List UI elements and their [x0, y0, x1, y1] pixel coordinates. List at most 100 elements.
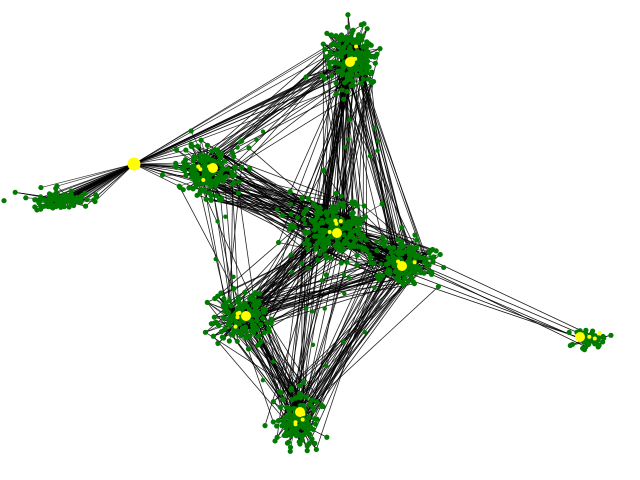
graph-node — [274, 434, 280, 440]
graph-node — [313, 446, 319, 453]
graph-node — [78, 198, 84, 205]
graph-node — [266, 328, 272, 334]
graph-node — [358, 50, 364, 56]
graph-node — [312, 416, 318, 422]
graph-node — [340, 247, 346, 253]
graph-node — [351, 65, 357, 71]
graph-node — [310, 342, 316, 348]
graph-node — [264, 320, 270, 326]
graph-node — [323, 363, 329, 368]
graph-node — [313, 399, 320, 405]
graph-node — [327, 255, 334, 261]
graph-node — [325, 235, 331, 242]
graph-node — [362, 329, 367, 335]
graph-node — [338, 54, 344, 60]
graph-node — [296, 383, 303, 389]
graph-node — [235, 190, 242, 196]
graph-node — [191, 163, 198, 170]
graph-node — [49, 197, 55, 203]
graph-node — [210, 333, 216, 339]
graph-node — [204, 169, 210, 175]
graph-node — [223, 214, 228, 219]
graph-node — [251, 312, 257, 318]
graph-node — [319, 243, 326, 249]
graph-node — [32, 204, 38, 210]
graph-node — [340, 339, 346, 345]
graph-node — [313, 242, 319, 248]
graph-node — [354, 252, 360, 259]
graph-hub — [332, 228, 342, 238]
graph-node — [287, 189, 293, 195]
graph-node — [583, 344, 589, 350]
graph-node — [380, 234, 386, 241]
graph-node — [417, 265, 423, 271]
graph-edge — [283, 232, 309, 421]
graph-node — [212, 147, 218, 153]
graph-node — [229, 149, 235, 156]
graph-edge — [334, 48, 381, 219]
graph-edge — [341, 53, 403, 266]
graph-node — [315, 257, 321, 263]
graph-node — [226, 338, 232, 344]
graph-node — [293, 395, 299, 401]
graph-node — [399, 224, 405, 231]
graph-node — [209, 157, 215, 163]
graph-node — [320, 227, 326, 233]
graph-node — [195, 143, 201, 149]
graph-edge — [178, 186, 239, 299]
graph-node — [36, 200, 42, 206]
graph-node — [225, 166, 231, 172]
graph-node — [374, 247, 380, 254]
graph-node — [311, 227, 317, 233]
graph-node — [375, 148, 380, 153]
graph-node — [341, 80, 348, 86]
graph-edge — [94, 163, 135, 202]
graph-hub-minor — [412, 260, 417, 265]
graph-node — [321, 246, 328, 253]
graph-node — [300, 379, 307, 386]
graph-hub-minor — [597, 330, 602, 335]
graph-node — [280, 396, 286, 402]
graph-edge — [353, 39, 394, 260]
graph-node — [306, 241, 312, 248]
graph-node — [302, 241, 308, 247]
graph-node — [67, 199, 73, 205]
graph-node — [595, 344, 601, 350]
graph-node — [221, 315, 227, 321]
graph-node — [338, 260, 344, 266]
graph-node — [306, 441, 312, 447]
graph-node — [312, 440, 318, 446]
graph-node — [350, 234, 356, 240]
graph-node — [378, 261, 383, 267]
graph-node — [190, 186, 196, 192]
graph-hubs — [127, 44, 602, 427]
graph-node — [173, 160, 179, 166]
graph-node — [322, 306, 327, 311]
graph-node — [339, 194, 344, 199]
graph-node — [422, 259, 428, 265]
graph-node — [215, 340, 221, 346]
graph-node — [261, 329, 268, 336]
graph-node — [288, 387, 294, 393]
graph-node — [339, 72, 345, 78]
graph-node — [173, 164, 179, 170]
graph-node — [197, 176, 203, 182]
graph-node — [228, 331, 234, 337]
graph-node — [222, 158, 228, 164]
graph-node — [406, 245, 412, 252]
graph-node — [313, 222, 320, 229]
graph-node — [319, 278, 325, 283]
graph-node — [254, 137, 259, 143]
graph-node — [319, 73, 325, 79]
graph-node — [53, 190, 59, 196]
graph-node — [274, 423, 280, 429]
graph-node — [387, 268, 393, 274]
graph-node — [221, 308, 228, 314]
graph-hub-minor — [235, 311, 240, 316]
graph-node — [286, 410, 293, 416]
graph-node — [359, 70, 365, 77]
graph-node — [336, 68, 342, 74]
graph-node — [415, 252, 421, 258]
graph-node — [355, 40, 361, 46]
graph-node — [208, 197, 214, 203]
